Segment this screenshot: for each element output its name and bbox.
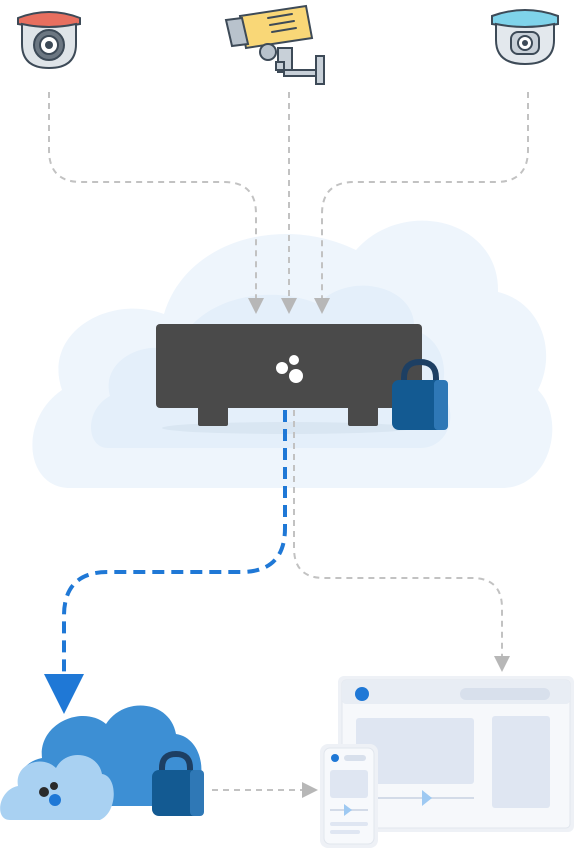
dome-camera-left-icon — [17, 11, 81, 70]
hub-lock-icon — [392, 358, 448, 430]
recorder-logo-icon — [276, 355, 303, 383]
hub-to-cloud-connector — [44, 410, 287, 714]
camera-to-hub-connectors — [48, 92, 529, 314]
mobile-app-screen — [320, 744, 378, 848]
dome-camera-right-icon — [491, 9, 559, 66]
bullet-camera-icon — [224, 4, 325, 85]
connector-left-camera — [48, 92, 264, 314]
cloud-logo-icon — [39, 782, 61, 806]
connector-right-camera — [314, 92, 529, 314]
edge-recorder-device — [156, 324, 422, 434]
web-dashboard-screen — [338, 676, 574, 832]
cloud-lock-icon — [152, 750, 204, 816]
